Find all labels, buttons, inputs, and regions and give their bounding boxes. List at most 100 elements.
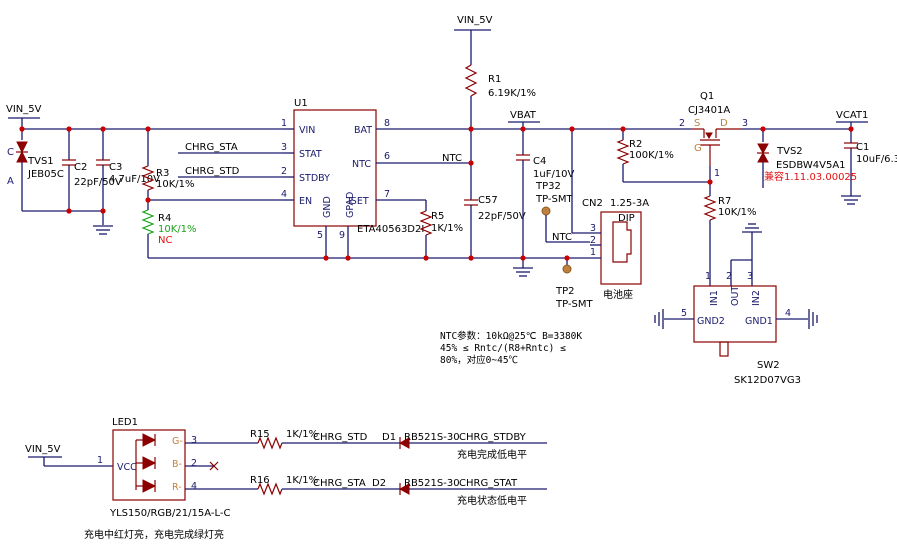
- r5-value: 1K/1%: [431, 223, 463, 234]
- led1-green-diode: [136, 433, 157, 447]
- tvs2-diode-top: [757, 143, 769, 155]
- junction-dot: [468, 255, 474, 261]
- c57-value: 22pF/50V: [478, 211, 526, 222]
- r15-ref: R15: [250, 429, 270, 440]
- tvs2-diode-bottom: [757, 151, 769, 163]
- u1-pin-en: EN: [299, 196, 312, 207]
- u1-pin-gpad: GPAD: [345, 192, 356, 218]
- tvs2-value: ESDBW4V5A1: [776, 160, 846, 171]
- r7-resistor: [703, 195, 717, 221]
- c4-ref: C4: [533, 156, 546, 167]
- net-ntc-u1: NTC: [442, 153, 462, 164]
- sw2-pin3-number: 3: [747, 271, 753, 282]
- net-chrg-sta: CHRG_STA: [185, 142, 238, 153]
- d2-value: RB521S-30: [404, 478, 460, 489]
- r3-resistor: [141, 165, 155, 191]
- q1-mosfet: [691, 128, 742, 166]
- cn2-value: 1.25-3A: [610, 198, 649, 209]
- led1-pin-vcc: VCC: [117, 462, 137, 473]
- u1-pin-iset: ISET: [348, 196, 369, 207]
- r7-ref: R7: [718, 196, 731, 207]
- tvs1-pin-a: A: [7, 176, 14, 187]
- r4-nc-note: NC: [158, 235, 172, 246]
- led1-pin-b: B-: [172, 459, 182, 470]
- note-ntc-line1: NTC参数：10kΩ@25℃ B=3380K: [440, 330, 582, 342]
- u1-pin1-number: 1: [281, 118, 287, 129]
- u1-pin8-number: 8: [384, 118, 390, 129]
- led1-body: [112, 429, 186, 501]
- r7-value: 10K/1%: [718, 207, 757, 218]
- cn2-pin3-number: 3: [590, 223, 596, 234]
- c1-value: 10uF/6.3V: [856, 154, 897, 165]
- led1-pin4-number: 4: [191, 481, 197, 492]
- d1-value: RB521S-30: [404, 432, 460, 443]
- u1-pin9-number: 9: [339, 230, 345, 241]
- q1-pin1-number: 1: [714, 168, 720, 179]
- u1-pin-vin: VIN: [299, 125, 315, 136]
- junction-dot: [569, 126, 575, 132]
- r16-ref: R16: [250, 475, 270, 486]
- tp2-value: TP-SMT: [555, 299, 594, 310]
- tp32-ref: TP32: [535, 181, 561, 192]
- sw2-pin-in2: IN2: [751, 290, 762, 306]
- cn2-pin1-number: 1: [590, 247, 596, 258]
- led1-pin-r: R-: [172, 482, 182, 493]
- c2-ref: C2: [74, 162, 87, 173]
- junction-dots: [19, 126, 854, 261]
- r1-ref: R1: [488, 74, 501, 85]
- junction-dot: [707, 179, 713, 185]
- r5-resistor: [419, 210, 433, 236]
- r16-resistor: [257, 482, 283, 496]
- d1-ref: D1: [382, 432, 396, 443]
- cn2-body: [600, 211, 642, 285]
- sw2-pin-in1: IN1: [709, 290, 720, 306]
- junction-dot: [345, 255, 351, 261]
- r1-value: 6.19K/1%: [488, 88, 536, 99]
- cn2-connector-outline: [612, 221, 632, 263]
- sw2-pin-out: OUT: [730, 286, 741, 306]
- c57-ref: C57: [478, 195, 498, 206]
- c3-ref: C3: [109, 162, 122, 173]
- ground-symbol-c4: [513, 267, 533, 277]
- sw2-pin-gnd1: GND1: [745, 316, 773, 327]
- u1-pin-stat: STAT: [299, 149, 322, 160]
- sw2-pin4-number: 4: [785, 308, 791, 319]
- sw2-pin5-number: 5: [681, 308, 687, 319]
- led1-pin-g: G-: [172, 436, 183, 447]
- junction-dot: [145, 197, 151, 203]
- q1-value: CJ3401A: [688, 105, 730, 116]
- r2-value: 100K/1%: [629, 150, 674, 161]
- led1-pin2-number: 2: [191, 458, 197, 469]
- cn2-pin2-number: 2: [590, 235, 596, 246]
- junction-dot: [145, 126, 151, 132]
- r1-resistor: [464, 64, 478, 97]
- note-stat-desc: 充电状态低电平: [457, 494, 527, 507]
- net-vin-led: VIN_5V: [25, 444, 61, 455]
- u1-body: [293, 109, 377, 227]
- q1-ref: Q1: [700, 91, 714, 102]
- u1-pin4-number: 4: [281, 189, 287, 200]
- tvs1-ref: TVS1: [27, 156, 54, 167]
- r3-ref: R3: [156, 168, 169, 179]
- tvs1-diode-bottom: [16, 150, 28, 163]
- c3-value: 4.7uF/10V: [109, 174, 160, 185]
- u1-pin3-number: 3: [281, 142, 287, 153]
- sw2-actuator: [719, 341, 729, 357]
- net-vbat: VBAT: [510, 110, 537, 121]
- r15-value: 1K/1%: [286, 429, 318, 440]
- note-stdby-desc: 充电完成低电平: [457, 448, 527, 461]
- tvs2-ref: TVS2: [776, 146, 803, 157]
- r4-ref: R4: [158, 213, 171, 224]
- tp2-ref: TP2: [555, 286, 575, 297]
- junction-dot: [760, 126, 766, 132]
- cn2-ref: CN2: [582, 198, 603, 209]
- cn2-marker: DIP: [618, 213, 635, 224]
- q1-pin2-number: 2: [679, 118, 685, 129]
- junction-dot: [66, 208, 72, 214]
- r3-value: 10K/1%: [156, 179, 195, 190]
- junction-dot: [66, 126, 72, 132]
- r4-resistor: [141, 209, 155, 235]
- c2-value: 22pF/50V: [74, 177, 122, 188]
- c1-ref: C1: [856, 142, 869, 153]
